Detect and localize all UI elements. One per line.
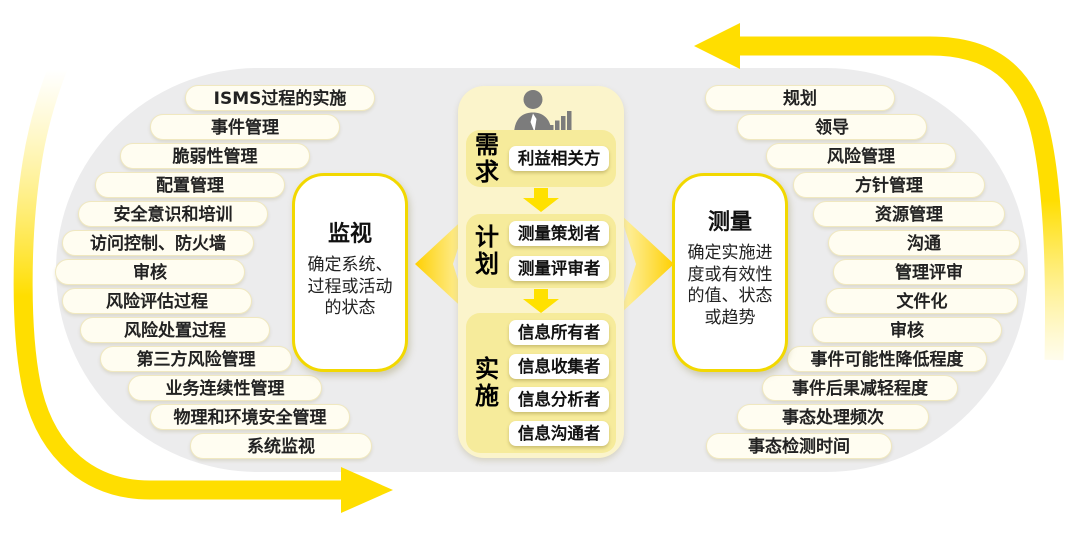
section-requirements-label: 需求 xyxy=(475,130,499,186)
flow-arrow-to-measure xyxy=(620,214,674,314)
list-item: 审核 xyxy=(55,259,245,285)
list-item: 方针管理 xyxy=(793,172,985,198)
cycle-arrow-bottom-head xyxy=(341,467,393,513)
section-implement-label: 实施 xyxy=(475,355,499,410)
list-item: 资源管理 xyxy=(813,201,1005,227)
section-plan: 计划 测量策划者测量评审者 xyxy=(466,214,616,288)
role-pill: 信息分析者 xyxy=(509,387,609,413)
role-pill: 信息沟通者 xyxy=(509,421,609,447)
list-item: 风险处置过程 xyxy=(80,317,270,343)
center-flow-panel: 需求 利益相关方 计划 测量策划者测量评审者 实施 信息所有者信息收集者信息分析… xyxy=(458,86,624,458)
list-item: 脆弱性管理 xyxy=(120,143,310,169)
list-item: 访问控制、防火墙 xyxy=(62,230,254,256)
list-item: 配置管理 xyxy=(95,172,285,198)
list-item: 管理评审 xyxy=(833,259,1025,285)
role-pill: 测量策划者 xyxy=(509,221,609,247)
list-item: 安全意识和培训 xyxy=(78,201,268,227)
section-plan-label: 计划 xyxy=(475,223,499,278)
section-plan-pills: 测量策划者测量评审者 xyxy=(509,218,609,284)
section-implement: 实施 信息所有者信息收集者信息分析者信息沟通者 xyxy=(466,313,616,453)
list-item: 事件管理 xyxy=(150,114,340,140)
list-item: 事件可能性降低程度 xyxy=(787,346,987,372)
section-requirements-pills: 利益相关方 xyxy=(509,134,609,183)
measure-box-description: 确定实施进 度或有效性 的值、状态 或趋势 xyxy=(687,243,773,328)
list-item: 审核 xyxy=(812,317,1002,343)
list-item: 第三方风险管理 xyxy=(100,346,292,372)
list-item: 事态检测时间 xyxy=(706,433,892,459)
section-implement-pills: 信息所有者信息收集者信息分析者信息沟通者 xyxy=(509,317,609,449)
list-item: 规划 xyxy=(705,85,895,111)
measure-box-title: 测量 xyxy=(707,210,752,235)
businessperson-bar-chart-icon xyxy=(458,89,624,141)
measure-box: 测量 确定实施进 度或有效性 的值、状态 或趋势 xyxy=(672,173,788,372)
list-item: 沟通 xyxy=(828,230,1020,256)
role-pill: 信息所有者 xyxy=(509,319,609,345)
section-requirements: 需求 利益相关方 xyxy=(466,130,616,187)
flow-arrow-to-monitor xyxy=(415,214,469,314)
monitor-box: 监视 确定系统、 过程或活动 的状态 xyxy=(292,173,408,372)
list-item: 事态处理频次 xyxy=(737,404,929,430)
cycle-arrow-top xyxy=(694,23,1064,361)
list-item: ISMS过程的实施 xyxy=(185,85,375,111)
cycle-arrow-top-head xyxy=(694,23,740,69)
list-item: 领导 xyxy=(737,114,927,140)
down-arrow-icon xyxy=(523,289,559,313)
list-item: 物理和环境安全管理 xyxy=(150,404,350,430)
monitor-box-title: 监视 xyxy=(327,222,372,247)
list-item: 风险评估过程 xyxy=(62,288,252,314)
list-item: 事件后果减轻程度 xyxy=(762,375,958,401)
list-item: 业务连续性管理 xyxy=(128,375,322,401)
role-pill: 信息收集者 xyxy=(509,353,609,379)
cycle-arrow-bottom xyxy=(13,54,393,513)
down-arrow-icon xyxy=(523,188,559,212)
list-item: 风险管理 xyxy=(766,143,956,169)
role-pill: 利益相关方 xyxy=(509,146,609,171)
list-item: 系统监视 xyxy=(190,433,372,459)
role-pill: 测量评审者 xyxy=(509,255,609,281)
monitor-box-description: 确定系统、 过程或活动 的状态 xyxy=(307,255,393,318)
list-item: 文件化 xyxy=(826,288,1018,314)
